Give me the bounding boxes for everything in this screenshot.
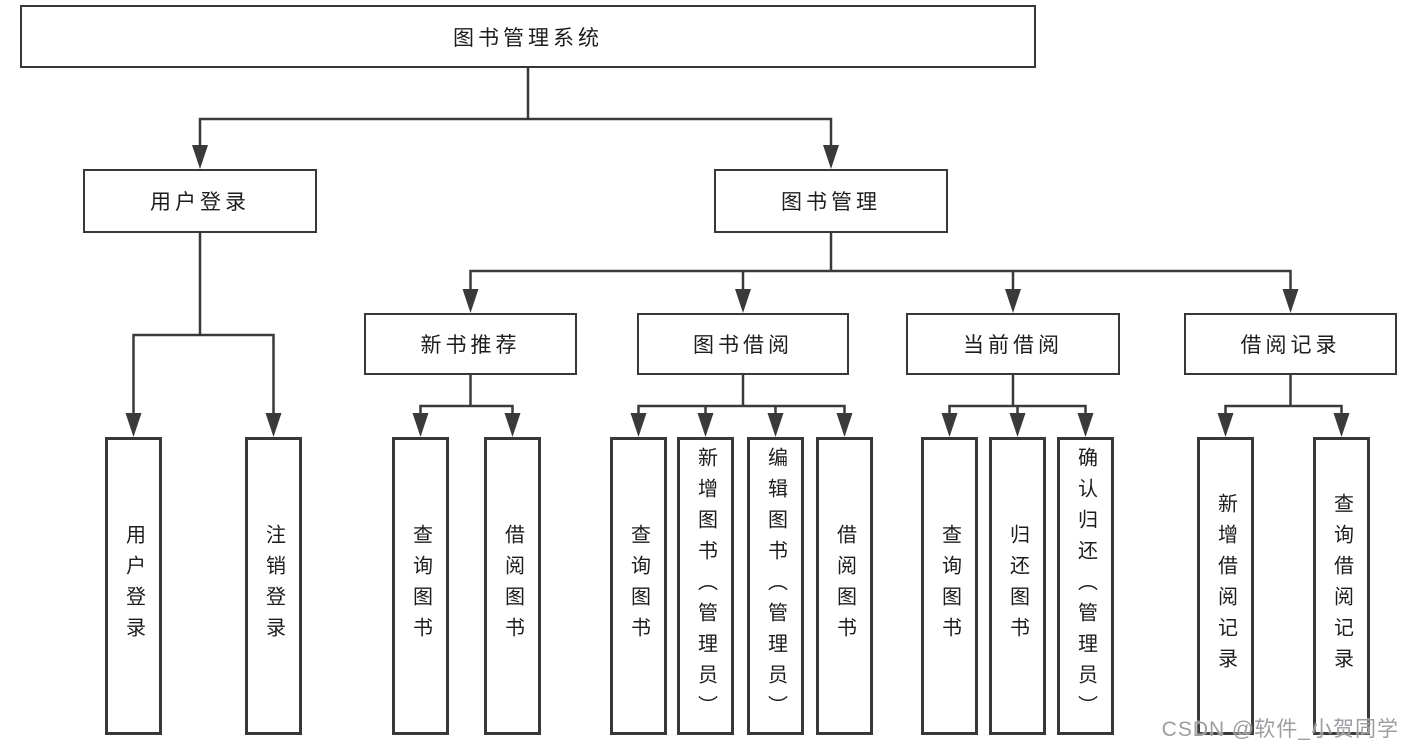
leaf-query-borrow-record-label: 查询借阅记录 [1330,493,1353,679]
leaf-query-books-recommend-label: 查询图书 [409,524,432,648]
leaf-add-books-admin: 新增图书（管理员） [677,437,734,735]
arrowheads [125,145,1350,437]
node-book-borrowing: 图书借阅 [637,313,849,375]
leaf-edit-books-admin-label: 编辑图书（管理员） [764,446,787,726]
leaf-logout: 注销登录 [245,437,302,735]
leaf-query-books-borrow-label: 查询图书 [627,524,650,648]
leaf-query-books-recommend: 查询图书 [392,437,449,735]
node-borrowing-records: 借阅记录 [1184,313,1397,375]
leaf-confirm-return-admin: 确认归还（管理员） [1057,437,1114,735]
leaf-add-borrow-record: 新增借阅记录 [1197,437,1254,735]
leaf-confirm-return-admin-label: 确认归还（管理员） [1074,446,1097,726]
node-current-borrowing: 当前借阅 [906,313,1120,375]
leaf-return-books: 归还图书 [989,437,1046,735]
leaf-logout-label: 注销登录 [262,524,285,648]
node-user-login: 用户登录 [83,169,317,233]
leaf-user-login: 用户登录 [105,437,162,735]
leaf-borrow-books-label: 借阅图书 [833,524,856,648]
leaf-edit-books-admin: 编辑图书（管理员） [747,437,804,735]
leaf-query-books-current-label: 查询图书 [938,524,961,648]
leaf-query-books-current: 查询图书 [921,437,978,735]
node-root-library-system: 图书管理系统 [20,5,1036,68]
leaf-add-borrow-record-label: 新增借阅记录 [1214,493,1237,679]
node-new-book-recommend: 新书推荐 [364,313,577,375]
watermark: CSDN @软件_小贺同学 [1161,718,1399,741]
leaf-add-books-admin-label: 新增图书（管理员） [694,446,717,726]
leaf-query-books-borrow: 查询图书 [610,437,667,735]
leaf-borrow-books-recommend: 借阅图书 [484,437,541,735]
leaf-borrow-books: 借阅图书 [816,437,873,735]
leaf-user-login-label: 用户登录 [122,524,145,648]
node-book-management: 图书管理 [714,169,948,233]
leaf-query-borrow-record: 查询借阅记录 [1313,437,1370,735]
leaf-return-books-label: 归还图书 [1006,524,1029,648]
leaf-borrow-books-recommend-label: 借阅图书 [501,524,524,648]
